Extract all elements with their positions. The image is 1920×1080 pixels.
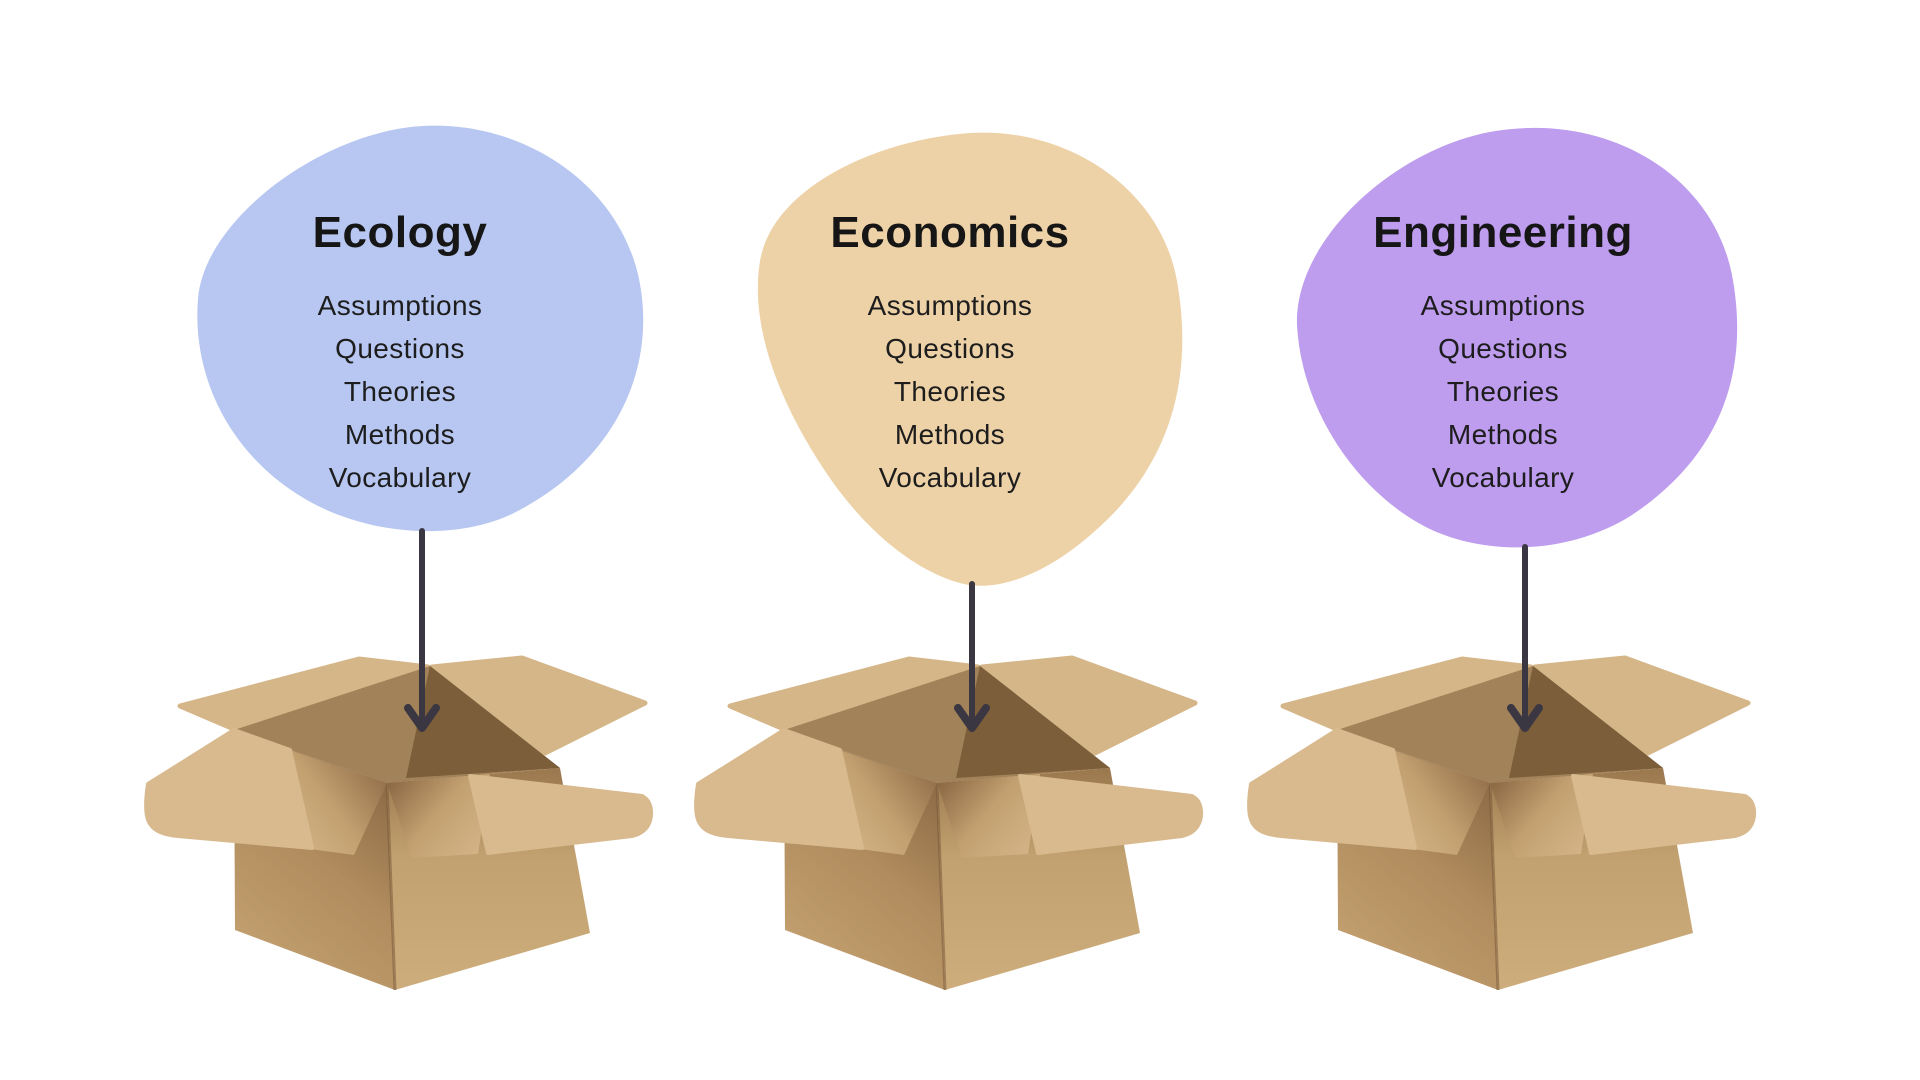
list-item: Theories — [343, 376, 457, 407]
concept-column-ecology: Ecology Assumptions Questions Theories M… — [140, 0, 660, 1080]
column-title: Ecology — [312, 208, 488, 257]
arrow-down-icon — [1507, 544, 1543, 732]
list-item: Questions — [885, 333, 1015, 364]
list-item: Assumptions — [867, 290, 1033, 321]
column-title: Engineering — [1373, 208, 1633, 257]
cardboard-box-illustration — [690, 650, 1210, 1000]
blob-shape — [197, 125, 644, 532]
blob-shape — [757, 132, 1183, 586]
column-item-list: Assumptions Questions Theories Methods V… — [730, 284, 1170, 499]
column-item-list: Assumptions Questions Theories Methods V… — [180, 284, 620, 499]
cardboard-box-illustration — [1243, 650, 1763, 1000]
list-item: Assumptions — [317, 290, 483, 321]
concept-column-economics: Economics Assumptions Questions Theories… — [690, 0, 1210, 1080]
column-item-list: Assumptions Questions Theories Methods V… — [1283, 284, 1723, 499]
arrow-down-icon — [954, 581, 990, 732]
list-item: Methods — [344, 419, 456, 450]
column-title: Economics — [830, 208, 1070, 257]
list-item: Vocabulary — [328, 462, 472, 493]
list-item: Assumptions — [1420, 290, 1586, 321]
list-item: Questions — [1438, 333, 1568, 364]
blob-shape — [1296, 127, 1738, 548]
concept-column-engineering: Engineering Assumptions Questions Theori… — [1243, 0, 1763, 1080]
cardboard-box-illustration — [140, 650, 660, 1000]
arrow-down-icon — [404, 528, 440, 732]
list-item: Vocabulary — [878, 462, 1022, 493]
list-item: Vocabulary — [1431, 462, 1575, 493]
list-item: Theories — [893, 376, 1007, 407]
list-item: Methods — [894, 419, 1006, 450]
list-item: Theories — [1446, 376, 1560, 407]
list-item: Questions — [335, 333, 465, 364]
list-item: Methods — [1447, 419, 1559, 450]
